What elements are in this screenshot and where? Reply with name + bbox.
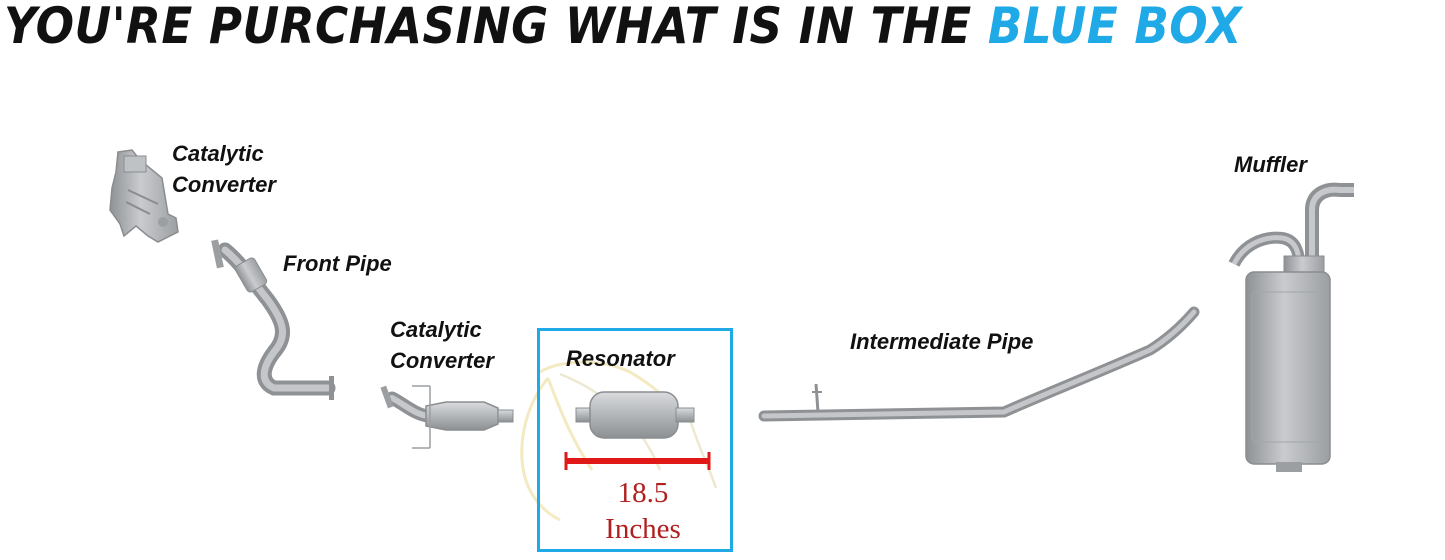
- resonator-label: Resonator: [566, 346, 675, 371]
- headline-prefix: YOU'RE PURCHASING WHAT IS IN THE: [4, 0, 972, 55]
- measurement-label: 18.5 Inches: [558, 475, 728, 547]
- intermediate-pipe-image: [758, 306, 1200, 422]
- measurement-bar: [564, 452, 711, 470]
- front-catalytic-converter-label: Catalytic Converter: [172, 141, 276, 197]
- measurement-unit: Inches: [605, 513, 681, 545]
- blue-box-highlight: [537, 328, 733, 552]
- headline-highlight: BLUE BOX: [987, 0, 1242, 55]
- muffler-image: [1228, 182, 1354, 472]
- measurement-value: 18.5: [617, 477, 669, 509]
- front-catalytic-converter-image: [109, 149, 179, 243]
- front-pipe-image: [211, 239, 336, 400]
- rear-catalytic-converter-image: [380, 385, 514, 449]
- front-pipe-label: Front Pipe: [283, 251, 392, 276]
- resonator-image: [575, 391, 695, 439]
- headline: YOU'RE PURCHASING WHAT IS IN THE BLUE BO…: [4, 0, 1304, 54]
- intermediate-pipe-label: Intermediate Pipe: [850, 329, 1034, 354]
- rear-catalytic-converter-label: Catalytic Converter: [390, 317, 494, 373]
- muffler-label: Muffler: [1234, 152, 1307, 177]
